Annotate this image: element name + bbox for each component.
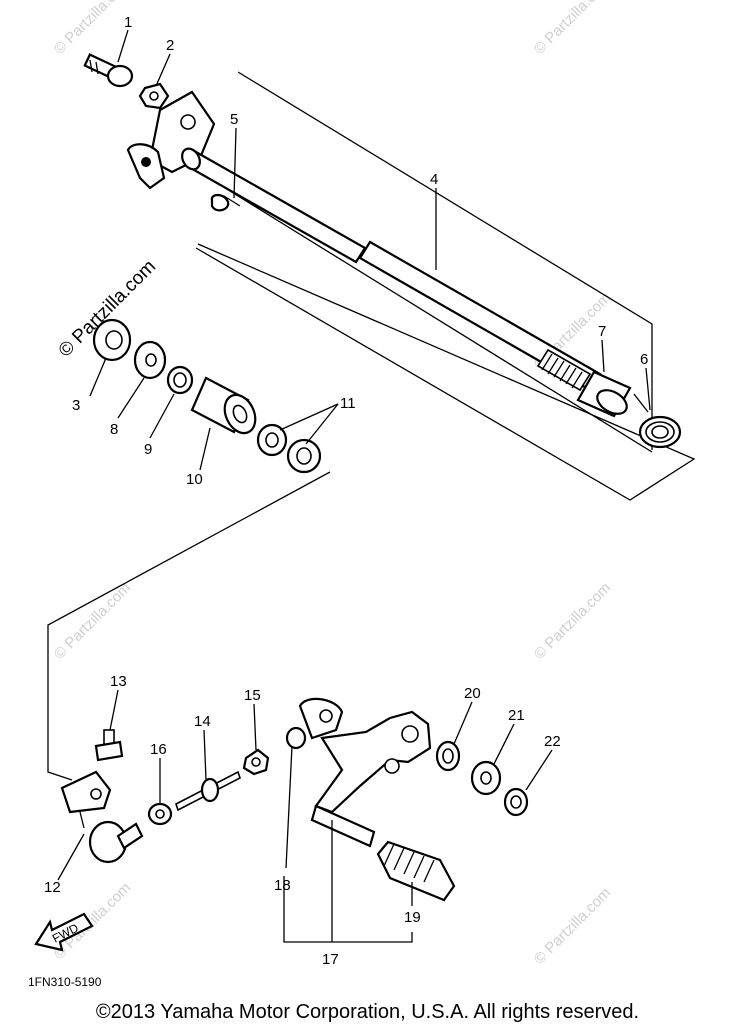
part-13-bolt [94,729,124,762]
callout-12: 12 [44,879,61,896]
part-code: 1FN310-5190 [28,975,102,989]
part-15-nut [242,748,270,776]
shift-shaft-diagram: © Partzilla.com © Partzilla.com © Partzi… [28,0,696,989]
part-7-collar [576,370,632,418]
part-2-nut [138,82,170,110]
callout-9: 9 [144,441,152,458]
callouts: 1 2 3 4 5 6 7 8 9 10 11 12 13 14 15 16 1… [44,14,648,968]
callout-3: 3 [72,397,80,414]
part-18-shift-lever [285,697,432,848]
callout-4: 4 [430,171,438,188]
callout-8: 8 [110,421,118,438]
watermark: © Partzilla.com [531,579,614,662]
part-1-bolt [83,53,134,88]
callout-19: 19 [404,909,421,926]
callout-1: 1 [124,14,132,31]
callout-16: 16 [150,741,167,758]
callout-17: 17 [322,951,339,968]
part-21-washer [470,760,502,796]
callout-18: 18 [274,877,291,894]
part-10-bushing [190,376,257,435]
part-8-washer [133,340,167,380]
callout-13: 13 [110,673,127,690]
callout-22: 22 [544,733,561,750]
watermark: © Partzilla.com [51,879,134,962]
group-outlines [47,71,696,781]
watermark: © Partzilla.com [531,0,614,58]
watermark: © Partzilla.com [51,579,134,662]
part-5-clip [210,193,241,212]
part-4-shift-shaft [181,147,602,392]
callout-6: 6 [640,351,648,368]
part-3-washer [92,318,132,362]
leader-lines [57,29,651,943]
part-6-spring [633,393,682,449]
callout-7: 7 [598,323,606,340]
callout-10: 10 [186,471,203,488]
callout-21: 21 [508,707,525,724]
watermark: © Partzilla.com [531,884,614,967]
copyright-notice: ©2013 Yamaha Motor Corporation, U.S.A. A… [95,1001,640,1023]
callout-20: 20 [464,685,481,702]
part-22-circlip [503,787,529,817]
part-20-circlip [435,740,461,772]
part-11-seals [256,423,322,474]
callout-11: 11 [340,395,356,412]
callout-15: 15 [244,687,261,704]
part-19-pedal-rubber [376,840,456,902]
callout-5: 5 [230,111,238,128]
part-12-rod-end [60,770,144,864]
part-9-circlip [166,365,194,395]
callout-2: 2 [166,37,174,54]
part-14-adjuster-rod [175,770,241,812]
callout-14: 14 [194,713,211,730]
part-16-nut [147,802,173,826]
